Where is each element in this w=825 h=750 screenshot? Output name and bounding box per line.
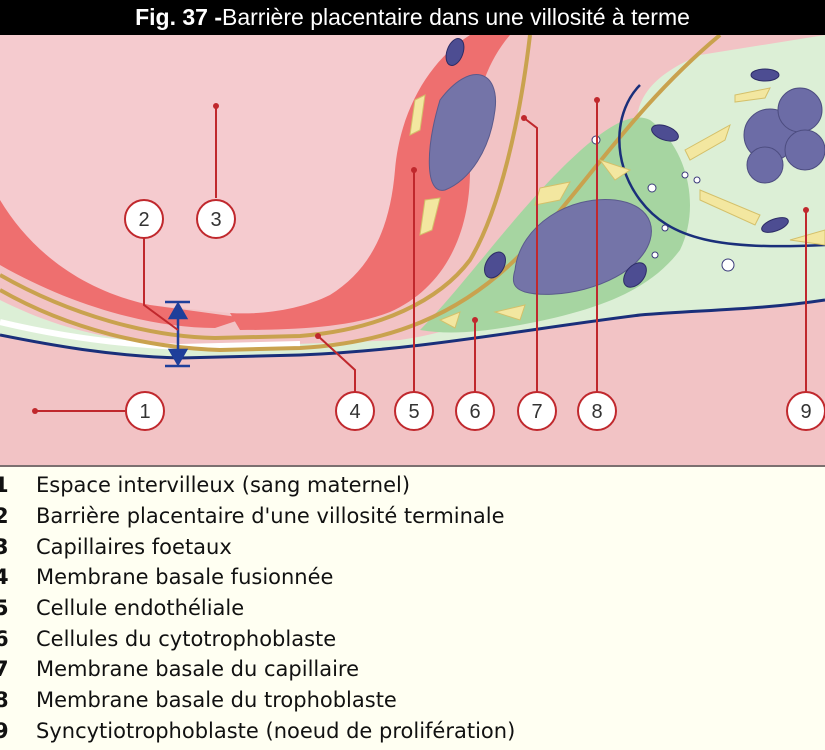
legend-item: 6 Cellules du cytotrophoblaste <box>0 623 825 654</box>
secretory-granules <box>409 87 825 329</box>
legend-item: 1 Espace intervilleux (sang maternel) <box>0 470 825 501</box>
legend-text: Barrière placentaire d'une villosité ter… <box>36 504 505 529</box>
legend-number: 8 <box>0 688 9 713</box>
callout-3-label: 3 <box>210 209 221 231</box>
legend-item: 4 Membrane basale fusionnée <box>0 562 825 593</box>
capillary-basement-membrane <box>0 35 532 341</box>
callout-4: 4 <box>335 391 375 431</box>
trophoblast-outer-membrane <box>0 298 825 360</box>
callout-8: 8 <box>577 391 617 431</box>
legend-text: Membrane basale fusionnée <box>36 565 334 590</box>
callout-6: 6 <box>455 391 495 431</box>
mitochondria <box>445 38 789 288</box>
legend-text: Membrane basale du capillaire <box>36 657 360 682</box>
legend-text: Capillaires foetaux <box>36 534 232 559</box>
callout-5: 5 <box>394 391 434 431</box>
legend-text: Cellule endothéliale <box>36 596 245 621</box>
callout-7: 7 <box>517 391 557 431</box>
legend-text: Cellules du cytotrophoblaste <box>36 626 337 651</box>
callout-7-label: 7 <box>531 401 542 423</box>
legend-number: 1 <box>0 473 9 498</box>
legend-item: 3 Capillaires foetaux <box>0 531 825 562</box>
callout-8-label: 8 <box>591 401 602 423</box>
legend-text: Membrane basale du trophoblaste <box>36 688 397 713</box>
placental-barrier-diagram: 1 2 3 4 5 6 7 8 9 <box>0 35 825 467</box>
legend-number: 9 <box>0 718 9 743</box>
callout-1-label: 1 <box>139 401 150 423</box>
legend-item: 9 Syncytiotrophoblaste (noeud de prolifé… <box>0 716 825 747</box>
callout-2: 2 <box>124 199 164 239</box>
syncytial-knot-nuclei <box>743 87 825 184</box>
leader-dots <box>32 97 809 414</box>
leader-lines <box>35 100 807 412</box>
legend-item: 7 Membrane basale du capillaire <box>0 654 825 685</box>
callout-6-label: 6 <box>469 401 480 423</box>
endothelial-wall <box>0 200 245 328</box>
legend-number: 3 <box>0 534 9 559</box>
legend-item: 8 Membrane basale du trophoblaste <box>0 685 825 716</box>
callout-1: 1 <box>125 391 165 431</box>
callout-4-label: 4 <box>349 401 360 423</box>
figure-number: Fig. 37 <box>135 4 222 31</box>
legend-number: 4 <box>0 565 9 590</box>
legend-text: Syncytiotrophoblaste (noeud de proliféra… <box>36 718 516 743</box>
figure-title: Barrière placentaire dans une villosité … <box>222 4 690 30</box>
syncytium-inner-border <box>618 84 825 248</box>
barrier-thickness-arrow <box>165 300 190 368</box>
legend-text: Espace intervilleux (sang maternel) <box>36 473 411 498</box>
cytotrophoblast-nucleus <box>512 198 652 295</box>
trophoblast-basement-membrane <box>0 35 722 353</box>
legend-number: 2 <box>0 504 9 529</box>
legend: 1 Espace intervilleux (sang maternel) 2 … <box>0 470 825 746</box>
legend-item: 2 Barrière placentaire d'une villosité t… <box>0 501 825 532</box>
endothelial-nucleus <box>428 74 497 191</box>
callout-2-label: 2 <box>138 209 149 231</box>
figure-title-bar: Fig. 37 Barrière placentaire dans une vi… <box>0 0 825 35</box>
legend-item: 5 Cellule endothéliale <box>0 593 825 624</box>
legend-number: 7 <box>0 657 9 682</box>
callout-5-label: 5 <box>408 401 419 423</box>
legend-number: 5 <box>0 596 9 621</box>
fetal-capillary-lumen <box>0 35 470 314</box>
callout-3: 3 <box>196 199 236 239</box>
callout-9-label: 9 <box>800 401 811 423</box>
legend-number: 6 <box>0 626 9 651</box>
callout-9: 9 <box>786 391 825 431</box>
